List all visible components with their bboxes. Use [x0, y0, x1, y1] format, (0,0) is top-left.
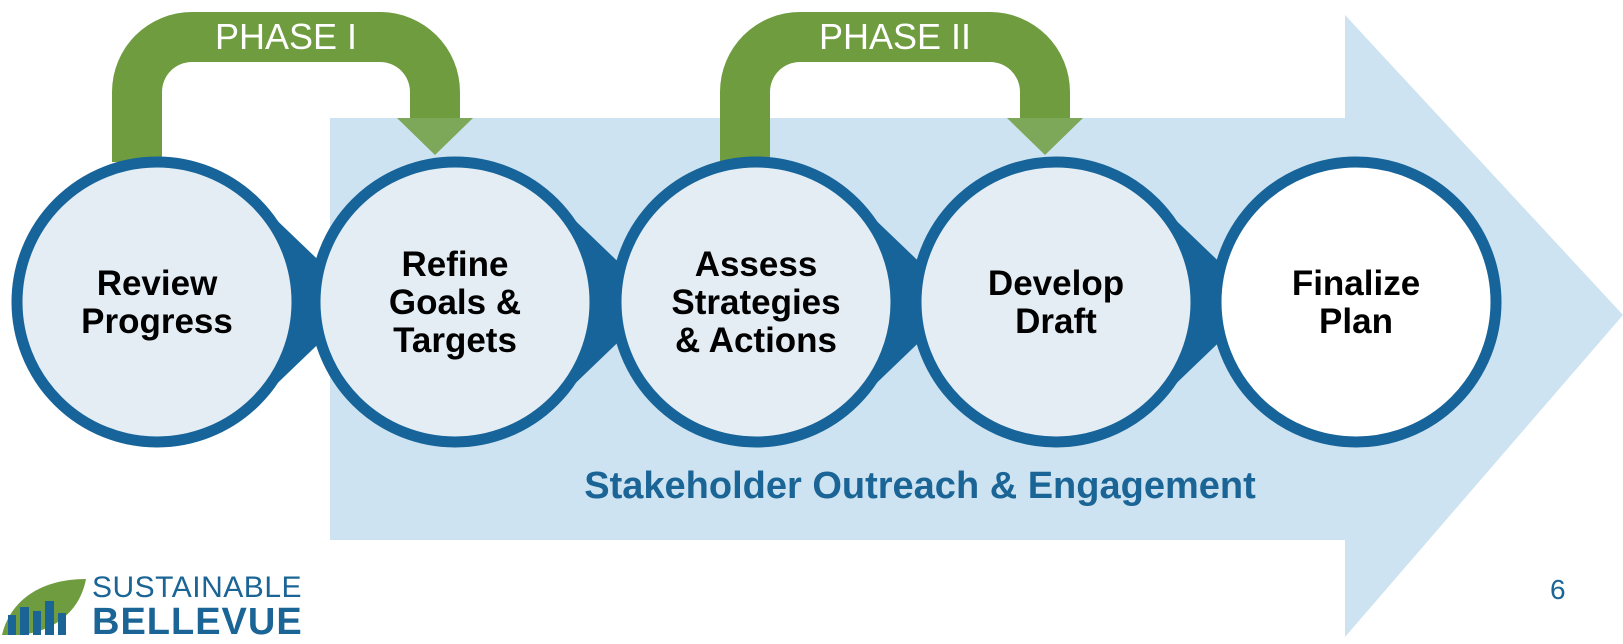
step-circle-1 [11, 156, 303, 448]
phase-arrowhead-2 [1007, 118, 1083, 155]
step-circle-2 [309, 156, 601, 448]
step-5-label-line-2: Plan [1319, 302, 1393, 341]
step-2-label-line-3: Targets [393, 321, 517, 360]
step-1-label-line-2: Progress [81, 302, 233, 341]
slide-number: 6 [1550, 574, 1566, 605]
step-4-label-line-2: Draft [1015, 302, 1097, 341]
logo-text-top: SUSTAINABLE [92, 571, 303, 604]
phase-arc-2 [720, 12, 1070, 162]
step-3-label-line-3: & Actions [675, 321, 837, 360]
step-circle-4 [910, 156, 1202, 448]
step-circle-5 [1210, 156, 1502, 448]
step-2-label-line-2: Goals & [389, 283, 521, 322]
step-3-label-line-1: Assess [695, 245, 818, 284]
step-2-label-line-1: Refine [402, 245, 509, 284]
phase-arc-1 [112, 12, 460, 162]
leaf-skyline-icon [2, 579, 86, 635]
step-3-label-line-2: Strategies [671, 283, 840, 322]
step-5-label-line-1: Finalize [1292, 264, 1420, 303]
step-1-label-line-1: Review [97, 264, 218, 303]
logo-text-bottom: BELLEVUE [92, 601, 303, 643]
phase-label-2: PHASE II [819, 16, 971, 57]
band-label: Stakeholder Outreach & Engagement [584, 465, 1256, 507]
sustainable-bellevue-logo: SUSTAINABLE BELLEVUE [0, 571, 320, 643]
step-4-label-line-1: Develop [988, 264, 1124, 303]
step-circle-3 [610, 156, 902, 448]
phase-label-1: PHASE I [215, 16, 357, 57]
phase-arrowhead-1 [397, 118, 473, 155]
